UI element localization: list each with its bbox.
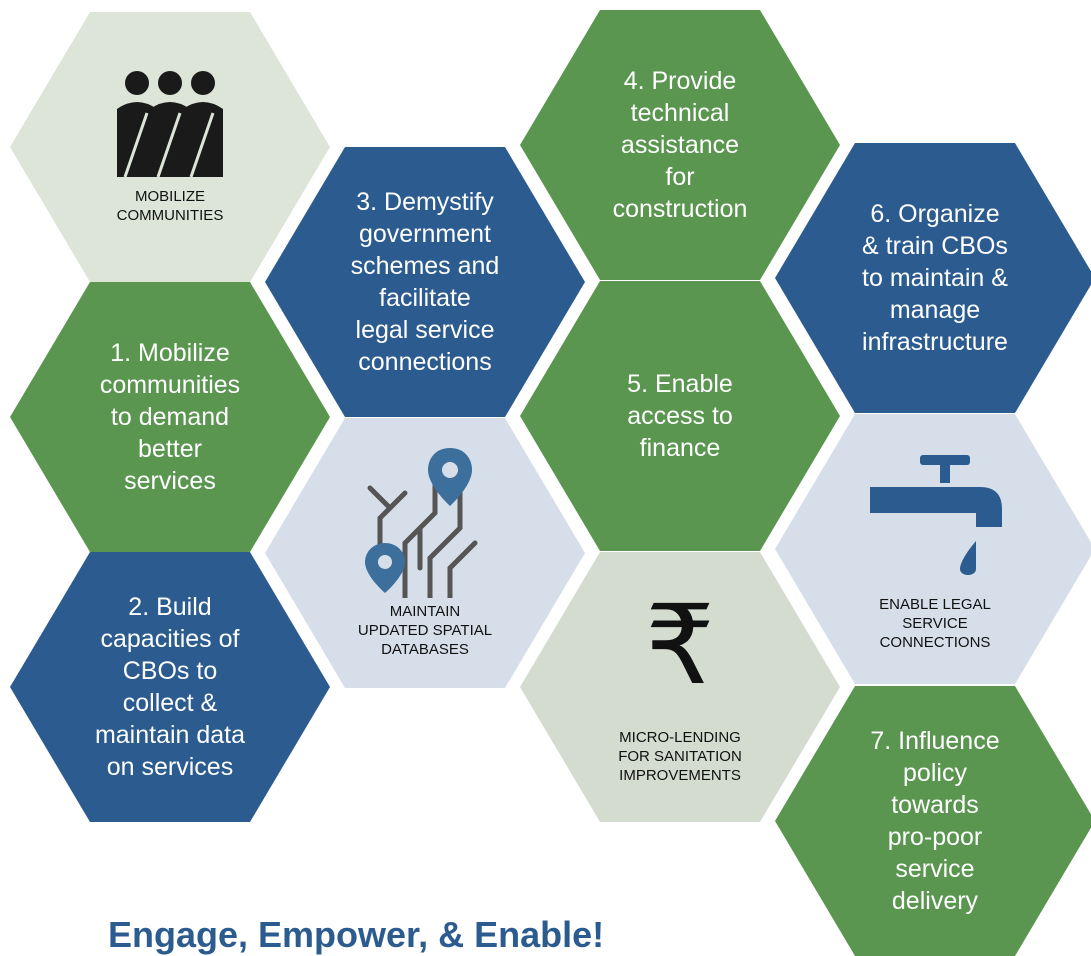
hex-step-3: 3. Demystify government schemes and faci… bbox=[265, 147, 585, 417]
step-5-text: 5. Enable access to finance bbox=[627, 370, 733, 462]
hex-step-5: 5. Enable access to finance bbox=[520, 281, 840, 551]
step-2-text: 2. Build capacities of CBOs to collect &… bbox=[94, 593, 246, 781]
hex-legal-connections: ENABLE LEGAL SERVICE CONNECTIONS bbox=[775, 414, 1091, 684]
people-group-icon bbox=[117, 71, 223, 178]
micro-lending-label: MICRO-LENDING FOR SANITATION IMPROVEMENT… bbox=[618, 728, 742, 784]
mobilize-communities-label: MOBILIZE COMMUNITIES bbox=[116, 188, 224, 224]
hex-step-4: 4. Provide technical assistance for cons… bbox=[520, 10, 840, 280]
step-7-text: 7. Influence policy towards pro-poor ser… bbox=[870, 727, 1000, 915]
hex-step-6: 6. Organize & train CBOs to maintain & m… bbox=[775, 143, 1091, 413]
hex-step-1: 1. Mobilize communities to demand better… bbox=[10, 282, 330, 552]
step-1-text: 1. Mobilize communities to demand better… bbox=[99, 339, 241, 495]
map-network-icon bbox=[365, 447, 478, 598]
hex-step-7: 7. Influence policy towards pro-poor ser… bbox=[775, 686, 1091, 956]
spatial-databases-label: MAINTAIN UPDATED SPATIAL DATABASES bbox=[357, 602, 493, 658]
hex-micro-lending: ₹ MICRO-LENDING FOR SANITATION IMPROVEME… bbox=[520, 552, 840, 822]
legal-connections-label: ENABLE LEGAL SERVICE CONNECTIONS bbox=[879, 595, 991, 651]
hex-step-2: 2. Build capacities of CBOs to collect &… bbox=[10, 552, 330, 822]
hex-spatial-databases: MAINTAIN UPDATED SPATIAL DATABASES bbox=[265, 418, 585, 688]
water-tap-icon bbox=[870, 454, 1002, 575]
tagline: Engage, Empower, & Enable! bbox=[108, 914, 605, 955]
step-6-text: 6. Organize & train CBOs to maintain & m… bbox=[862, 200, 1008, 356]
hex-mobilize-communities: MOBILIZE COMMUNITIES bbox=[10, 12, 330, 282]
rupee-icon: ₹ bbox=[645, 580, 715, 709]
step-4-text: 4. Provide technical assistance for cons… bbox=[612, 67, 748, 223]
step-3-text: 3. Demystify government schemes and faci… bbox=[350, 188, 500, 376]
